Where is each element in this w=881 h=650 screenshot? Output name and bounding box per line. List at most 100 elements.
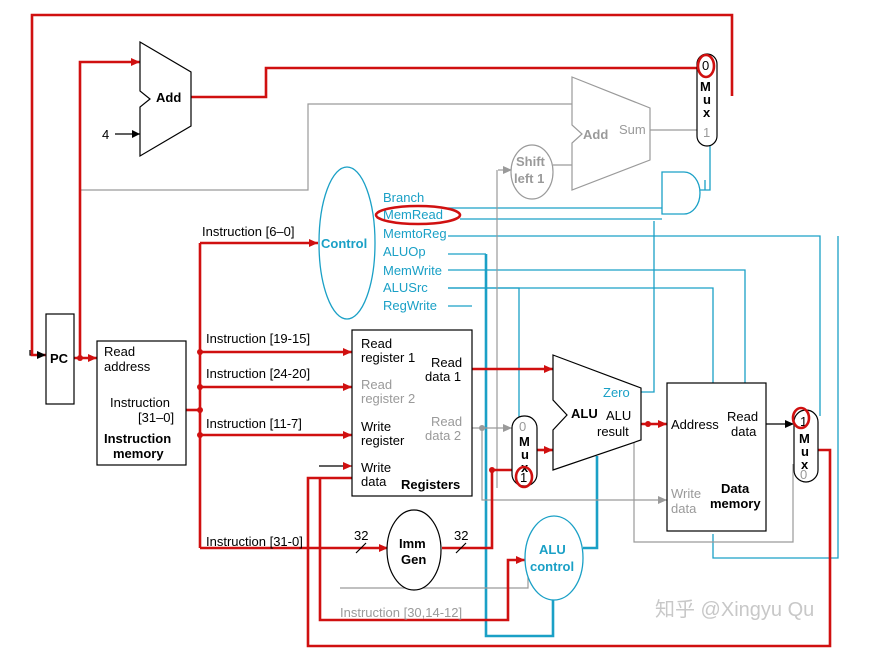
- reg-read-data2-2: data 2: [425, 428, 461, 443]
- dmem-title-2: memory: [710, 496, 761, 511]
- dmem-read-data-2: data: [731, 424, 757, 439]
- arrowhead: [516, 556, 525, 564]
- junction-dot: [197, 407, 203, 413]
- arrowhead: [503, 166, 512, 174]
- branch-adder-sum: Sum: [619, 122, 646, 137]
- wire-alu-control-out: [583, 456, 599, 550]
- arrowhead: [88, 354, 97, 362]
- alu-result-1: ALU: [606, 408, 631, 423]
- data-memory: [666, 382, 767, 532]
- pc-mux-label-3: x: [703, 105, 711, 120]
- wire-write-data-mem: [481, 428, 667, 501]
- reg-write-reg-2: register: [361, 433, 405, 448]
- reg-write-data-1: Write: [361, 460, 391, 475]
- signal-regwrite: RegWrite: [383, 298, 437, 313]
- alusrc-mux-label-2: u: [521, 447, 529, 462]
- arrowhead: [131, 58, 140, 66]
- wire-memwrite: [448, 269, 746, 385]
- branch-and-gate: [661, 171, 701, 215]
- alusrc-mux-highlight: [514, 465, 534, 489]
- memtoreg-mux-label-1: M: [799, 431, 810, 446]
- wire-memwrite-2: [448, 287, 714, 385]
- shift-label-2: left 1: [514, 171, 544, 186]
- imem-read-address-2: address: [104, 359, 151, 374]
- wire-pc-to-branch-add: [80, 103, 572, 191]
- junction-dots: [77, 349, 651, 473]
- alu: [552, 354, 642, 471]
- memtoreg-mux-in0: 1: [800, 414, 807, 429]
- imem-title-2: memory: [113, 446, 164, 461]
- arrowhead: [343, 462, 352, 470]
- imm-gen: [386, 509, 442, 591]
- reg-read-reg1-1: Read: [361, 336, 392, 351]
- wire-aluop: [484, 254, 555, 638]
- wire-alusrc: [448, 287, 520, 418]
- pc-register: [45, 313, 75, 405]
- control-unit: [318, 166, 376, 320]
- dmem-read-data-1: Read: [727, 409, 758, 424]
- reg-read-data1-2: data 1: [425, 369, 461, 384]
- alu-control-label-1: ALU: [539, 542, 566, 557]
- branch-adder: [571, 76, 651, 191]
- signal-memwrite: MemWrite: [383, 263, 442, 278]
- arrowheads: [37, 58, 794, 564]
- field-rs2: Instruction [24-20]: [206, 366, 310, 381]
- wire-and-to-mux: [697, 140, 711, 191]
- wire-add-to-mux: [191, 66, 697, 99]
- signal-memtoreg: MemtoReg: [383, 226, 447, 241]
- pc-adder-constant: 4: [102, 127, 109, 142]
- dmem-title-1: Data: [721, 481, 750, 496]
- pc-adder-label: Add: [156, 90, 181, 105]
- imem-instruction-2: [31–0]: [138, 410, 174, 425]
- pc-mux-label-1: M: [700, 79, 711, 94]
- field-imm: Instruction [31-0]: [206, 534, 303, 549]
- field-rs1: Instruction [19-15]: [206, 331, 310, 346]
- memread-highlight: [374, 204, 462, 226]
- wire-alu-bypass: [633, 424, 794, 543]
- dmem-write-data-1: Write: [671, 486, 701, 501]
- branch-adder-label: Add: [583, 127, 608, 142]
- arrowhead: [132, 130, 140, 138]
- reg-write-reg-1: Write: [361, 419, 391, 434]
- reg-read-reg2-1: Read: [361, 377, 392, 392]
- junction-dot: [77, 355, 83, 361]
- reg-read-data1-1: Read: [431, 355, 462, 370]
- imm-gen-label-2: Gen: [401, 552, 426, 567]
- alusrc-mux-in0: 0: [519, 419, 526, 434]
- memtoreg-mux-highlight: [791, 406, 811, 430]
- pc-mux-in0: 0: [702, 58, 709, 73]
- reg-read-reg2-2: register 2: [361, 391, 415, 406]
- wire-writeback-2: [318, 478, 525, 622]
- memtoreg-mux-in1: 0: [800, 467, 807, 482]
- wire-memtoreg: [448, 235, 821, 416]
- signal-alusrc: ALUSrc: [383, 280, 428, 295]
- field-opcode: Instruction [6–0]: [202, 224, 295, 239]
- signal-memread: MemRead: [383, 207, 443, 222]
- control-wires: [448, 140, 839, 638]
- pc-label: PC: [50, 351, 69, 366]
- dmem-write-data-2: data: [671, 501, 697, 516]
- arrowhead: [503, 424, 512, 432]
- wire-memory-bottom: [712, 236, 839, 559]
- arrowhead: [785, 420, 794, 428]
- watermark: 知乎 @Xingyu Qu: [655, 598, 814, 621]
- imm-width-out: 32: [454, 528, 468, 543]
- wire-mux-to-pc: [30, 13, 734, 357]
- imem-title-1: Instruction: [104, 431, 171, 446]
- reg-write-data-2: data: [361, 474, 387, 489]
- arrowhead: [343, 348, 352, 356]
- imem-instruction-1: Instruction: [110, 395, 170, 410]
- pc-mux-in1: 1: [703, 125, 710, 140]
- registers-title: Registers: [401, 477, 460, 492]
- arrowhead: [37, 351, 46, 359]
- wire-zero: [641, 221, 655, 393]
- junction-dot: [197, 432, 203, 438]
- junction-dot: [645, 421, 651, 427]
- arrowhead: [309, 239, 318, 247]
- alusrc-mux-label-1: M: [519, 434, 530, 449]
- arrowhead: [544, 365, 553, 373]
- instruction-memory: [96, 340, 187, 466]
- pc-mux-highlight: [696, 53, 716, 79]
- field-funct: Instruction [30,14-12]: [340, 605, 462, 620]
- alu-zero: Zero: [603, 385, 630, 400]
